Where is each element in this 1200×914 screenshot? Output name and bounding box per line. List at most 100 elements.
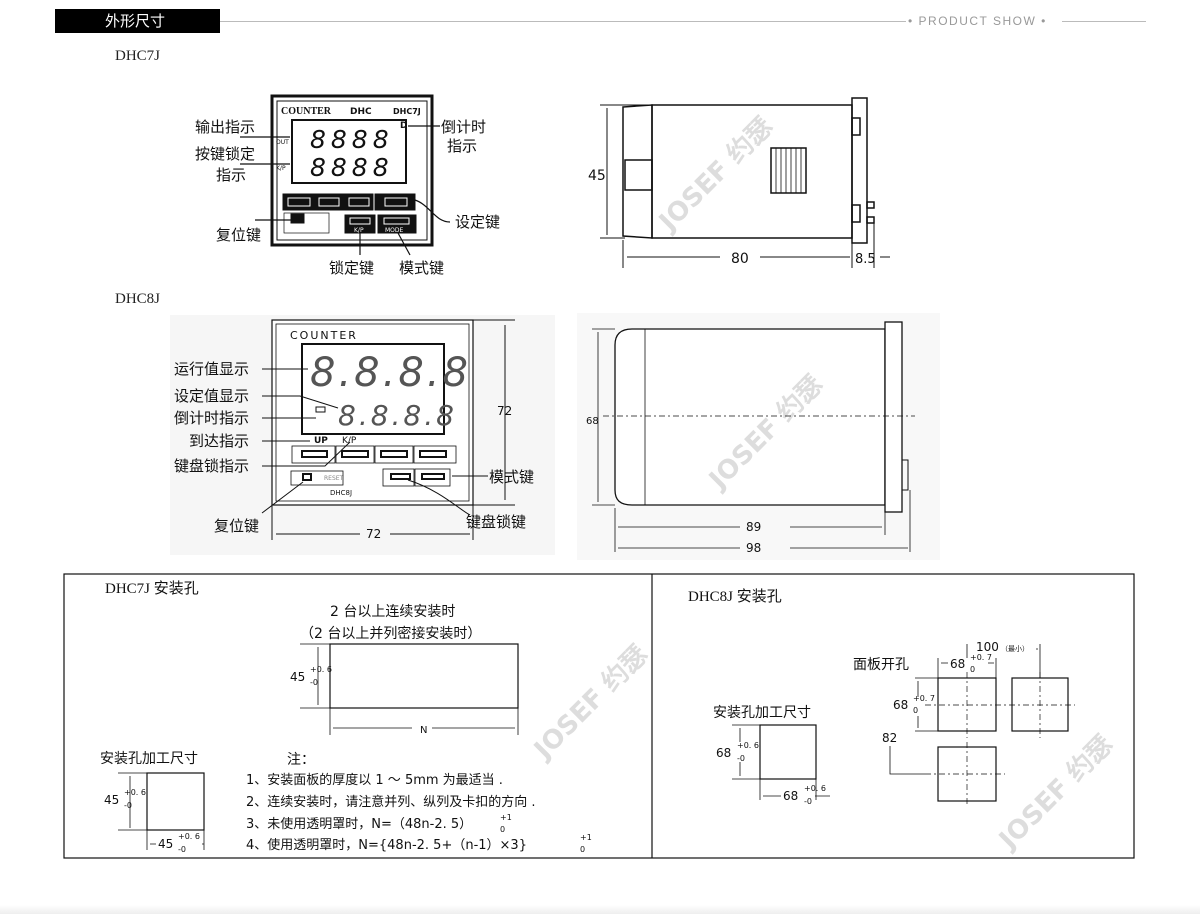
svg-text:8.5: 8.5 [855, 252, 876, 267]
svg-text:DHC8J 安装孔: DHC8J 安装孔 [688, 588, 782, 605]
svg-text:0: 0 [580, 845, 585, 854]
svg-text:指示: 指示 [447, 137, 477, 155]
svg-text:K/P: K/P [276, 165, 286, 172]
svg-text:+1: +1 [500, 813, 512, 822]
svg-text:-0: -0 [124, 801, 132, 810]
svg-text:+0. 6: +0. 6 [310, 665, 332, 674]
svg-text:8.8.8.8: 8.8.8.8 [338, 399, 457, 432]
svg-text:OUT: OUT [276, 139, 289, 146]
page-bottom-shadow [0, 905, 1200, 914]
svg-text:72: 72 [497, 404, 512, 418]
svg-text:+0. 7: +0. 7 [970, 653, 992, 662]
svg-text:DHC7J: DHC7J [393, 107, 421, 116]
svg-text:2 台以上连续安装时: 2 台以上连续安装时 [330, 603, 455, 620]
svg-text:倒计时: 倒计时 [441, 118, 486, 136]
svg-text:模式键: 模式键 [489, 468, 534, 486]
svg-text:-0: -0 [737, 754, 745, 763]
section-title: 外形尺寸 [55, 9, 220, 33]
svg-text:+0. 6: +0. 6 [737, 741, 759, 750]
svg-text:68: 68 [950, 657, 965, 671]
svg-text:K/P: K/P [342, 436, 357, 446]
dhc8j-front-view: COUNTER 8.8.8.8 8.8.8.8 UP K/P RESET DHC… [170, 315, 555, 555]
svg-text:安装孔加工尺寸: 安装孔加工尺寸 [100, 751, 198, 767]
dhc8j-side-view: JOSEF 约瑟 68 89 98 [577, 313, 940, 560]
svg-text:JOSEF 约瑟: JOSEF 约瑟 [652, 111, 779, 238]
svg-text:指示: 指示 [216, 166, 246, 184]
svg-text:100: 100 [976, 640, 999, 654]
svg-text:89: 89 [746, 520, 761, 534]
svg-text:-0: -0 [804, 797, 812, 806]
svg-text:0: 0 [970, 665, 975, 674]
svg-text:MODE: MODE [385, 227, 404, 234]
svg-text:8.8.8.8: 8.8.8.8 [310, 350, 471, 396]
svg-text:设定键: 设定键 [455, 213, 500, 231]
svg-text:到达指示: 到达指示 [189, 432, 249, 450]
svg-text:3、未使用透明罩时，N=（48n-2. 5）: 3、未使用透明罩时，N=（48n-2. 5） [246, 816, 472, 832]
divider [1062, 21, 1146, 22]
svg-text:72: 72 [366, 527, 381, 541]
mounting-hole-panel [63, 573, 1135, 859]
divider [220, 21, 906, 22]
svg-text:倒计时指示: 倒计时指示 [174, 409, 249, 427]
dhc7j-front-view: COUNTER DHC DHC7J D 8888 8888 OUT K/P K/… [195, 94, 500, 277]
svg-text:45: 45 [104, 793, 119, 807]
dhc8j-mounting: DHC8J 安装孔 安装孔加工尺寸 68 +0. 6 -0 68 +0. 6 -… [688, 588, 1075, 806]
svg-text:2、连续安装时，请注意并列、纵列及卡扣的方向 .: 2、连续安装时，请注意并列、纵列及卡扣的方向 . [246, 794, 536, 810]
svg-text:复位键: 复位键 [214, 517, 259, 535]
svg-text:（2 台以上并列密接安装时）: （2 台以上并列密接安装时） [300, 625, 481, 642]
svg-text:-0: -0 [310, 678, 318, 687]
svg-text:安装孔加工尺寸: 安装孔加工尺寸 [713, 705, 811, 721]
dhc7j-mounting: DHC7J 安装孔 2 台以上连续安装时 （2 台以上并列密接安装时） 45 +… [100, 580, 592, 854]
svg-text:键盘锁指示: 键盘锁指示 [174, 457, 249, 475]
svg-text:68: 68 [783, 789, 798, 803]
svg-text:68: 68 [893, 698, 908, 712]
svg-text:68: 68 [586, 416, 599, 427]
svg-text:DHC7J 安装孔: DHC7J 安装孔 [105, 580, 199, 597]
svg-text:D: D [400, 121, 407, 131]
svg-text:JOSEF 约瑟: JOSEF 约瑟 [992, 729, 1119, 856]
mounting-notes: 注： 1、安装面板的厚度以 1 ～ 5mm 为最适当 . 2、连续安装时，请注意… [246, 752, 592, 854]
svg-text:8888: 8888 [310, 153, 394, 182]
svg-text:82: 82 [882, 731, 897, 745]
svg-text:DHC: DHC [350, 107, 372, 117]
svg-text:COUNTER: COUNTER [281, 106, 332, 117]
svg-text:+1: +1 [580, 833, 592, 842]
svg-text:45: 45 [290, 670, 305, 684]
model-dhc7j-heading: DHC7J [115, 48, 161, 64]
svg-text:+0. 6: +0. 6 [124, 788, 146, 797]
svg-text:1、安装面板的厚度以 1 ～ 5mm 为最适当 .: 1、安装面板的厚度以 1 ～ 5mm 为最适当 . [246, 772, 503, 788]
svg-text:+0. 6: +0. 6 [178, 832, 200, 841]
svg-text:45: 45 [158, 837, 173, 851]
svg-text:（最小）: （最小） [1001, 644, 1029, 653]
svg-text:按键锁定: 按键锁定 [195, 145, 255, 163]
svg-text:68: 68 [716, 746, 731, 760]
svg-text:锁定键: 锁定键 [329, 259, 374, 277]
svg-text:输出指示: 输出指示 [195, 118, 255, 136]
svg-text:UP: UP [314, 436, 328, 446]
svg-text:注：: 注： [287, 752, 315, 768]
svg-text:+0. 7: +0. 7 [913, 694, 935, 703]
svg-text:-0: -0 [178, 845, 186, 854]
svg-text:0: 0 [913, 706, 918, 715]
svg-text:模式键: 模式键 [399, 259, 444, 277]
svg-text:4、使用透明罩时，N={48n-2. 5+（n-1）×3}: 4、使用透明罩时，N={48n-2. 5+（n-1）×3} [246, 837, 527, 853]
svg-text:RESET: RESET [324, 475, 344, 482]
product-show-tagline: • PRODUCT SHOW • [908, 14, 1047, 28]
svg-text:0: 0 [500, 825, 505, 834]
svg-text:COUNTER: COUNTER [290, 329, 358, 342]
svg-text:键盘锁键: 键盘锁键 [466, 513, 526, 531]
svg-text:设定值显示: 设定值显示 [174, 387, 249, 405]
svg-text:45: 45 [588, 168, 606, 184]
svg-text:98: 98 [746, 541, 761, 555]
svg-text:K/P: K/P [354, 227, 364, 234]
model-dhc8j-heading: DHC8J [115, 291, 161, 307]
svg-text:+0. 6: +0. 6 [804, 784, 826, 793]
svg-text:80: 80 [731, 251, 749, 267]
svg-text:JOSEF 约瑟: JOSEF 约瑟 [527, 639, 654, 766]
svg-text:面板开孔: 面板开孔 [853, 657, 909, 673]
svg-text:运行值显示: 运行值显示 [174, 360, 249, 378]
svg-text:N: N [420, 725, 427, 736]
svg-text:8888: 8888 [310, 125, 394, 154]
svg-text:复位键: 复位键 [216, 226, 261, 244]
